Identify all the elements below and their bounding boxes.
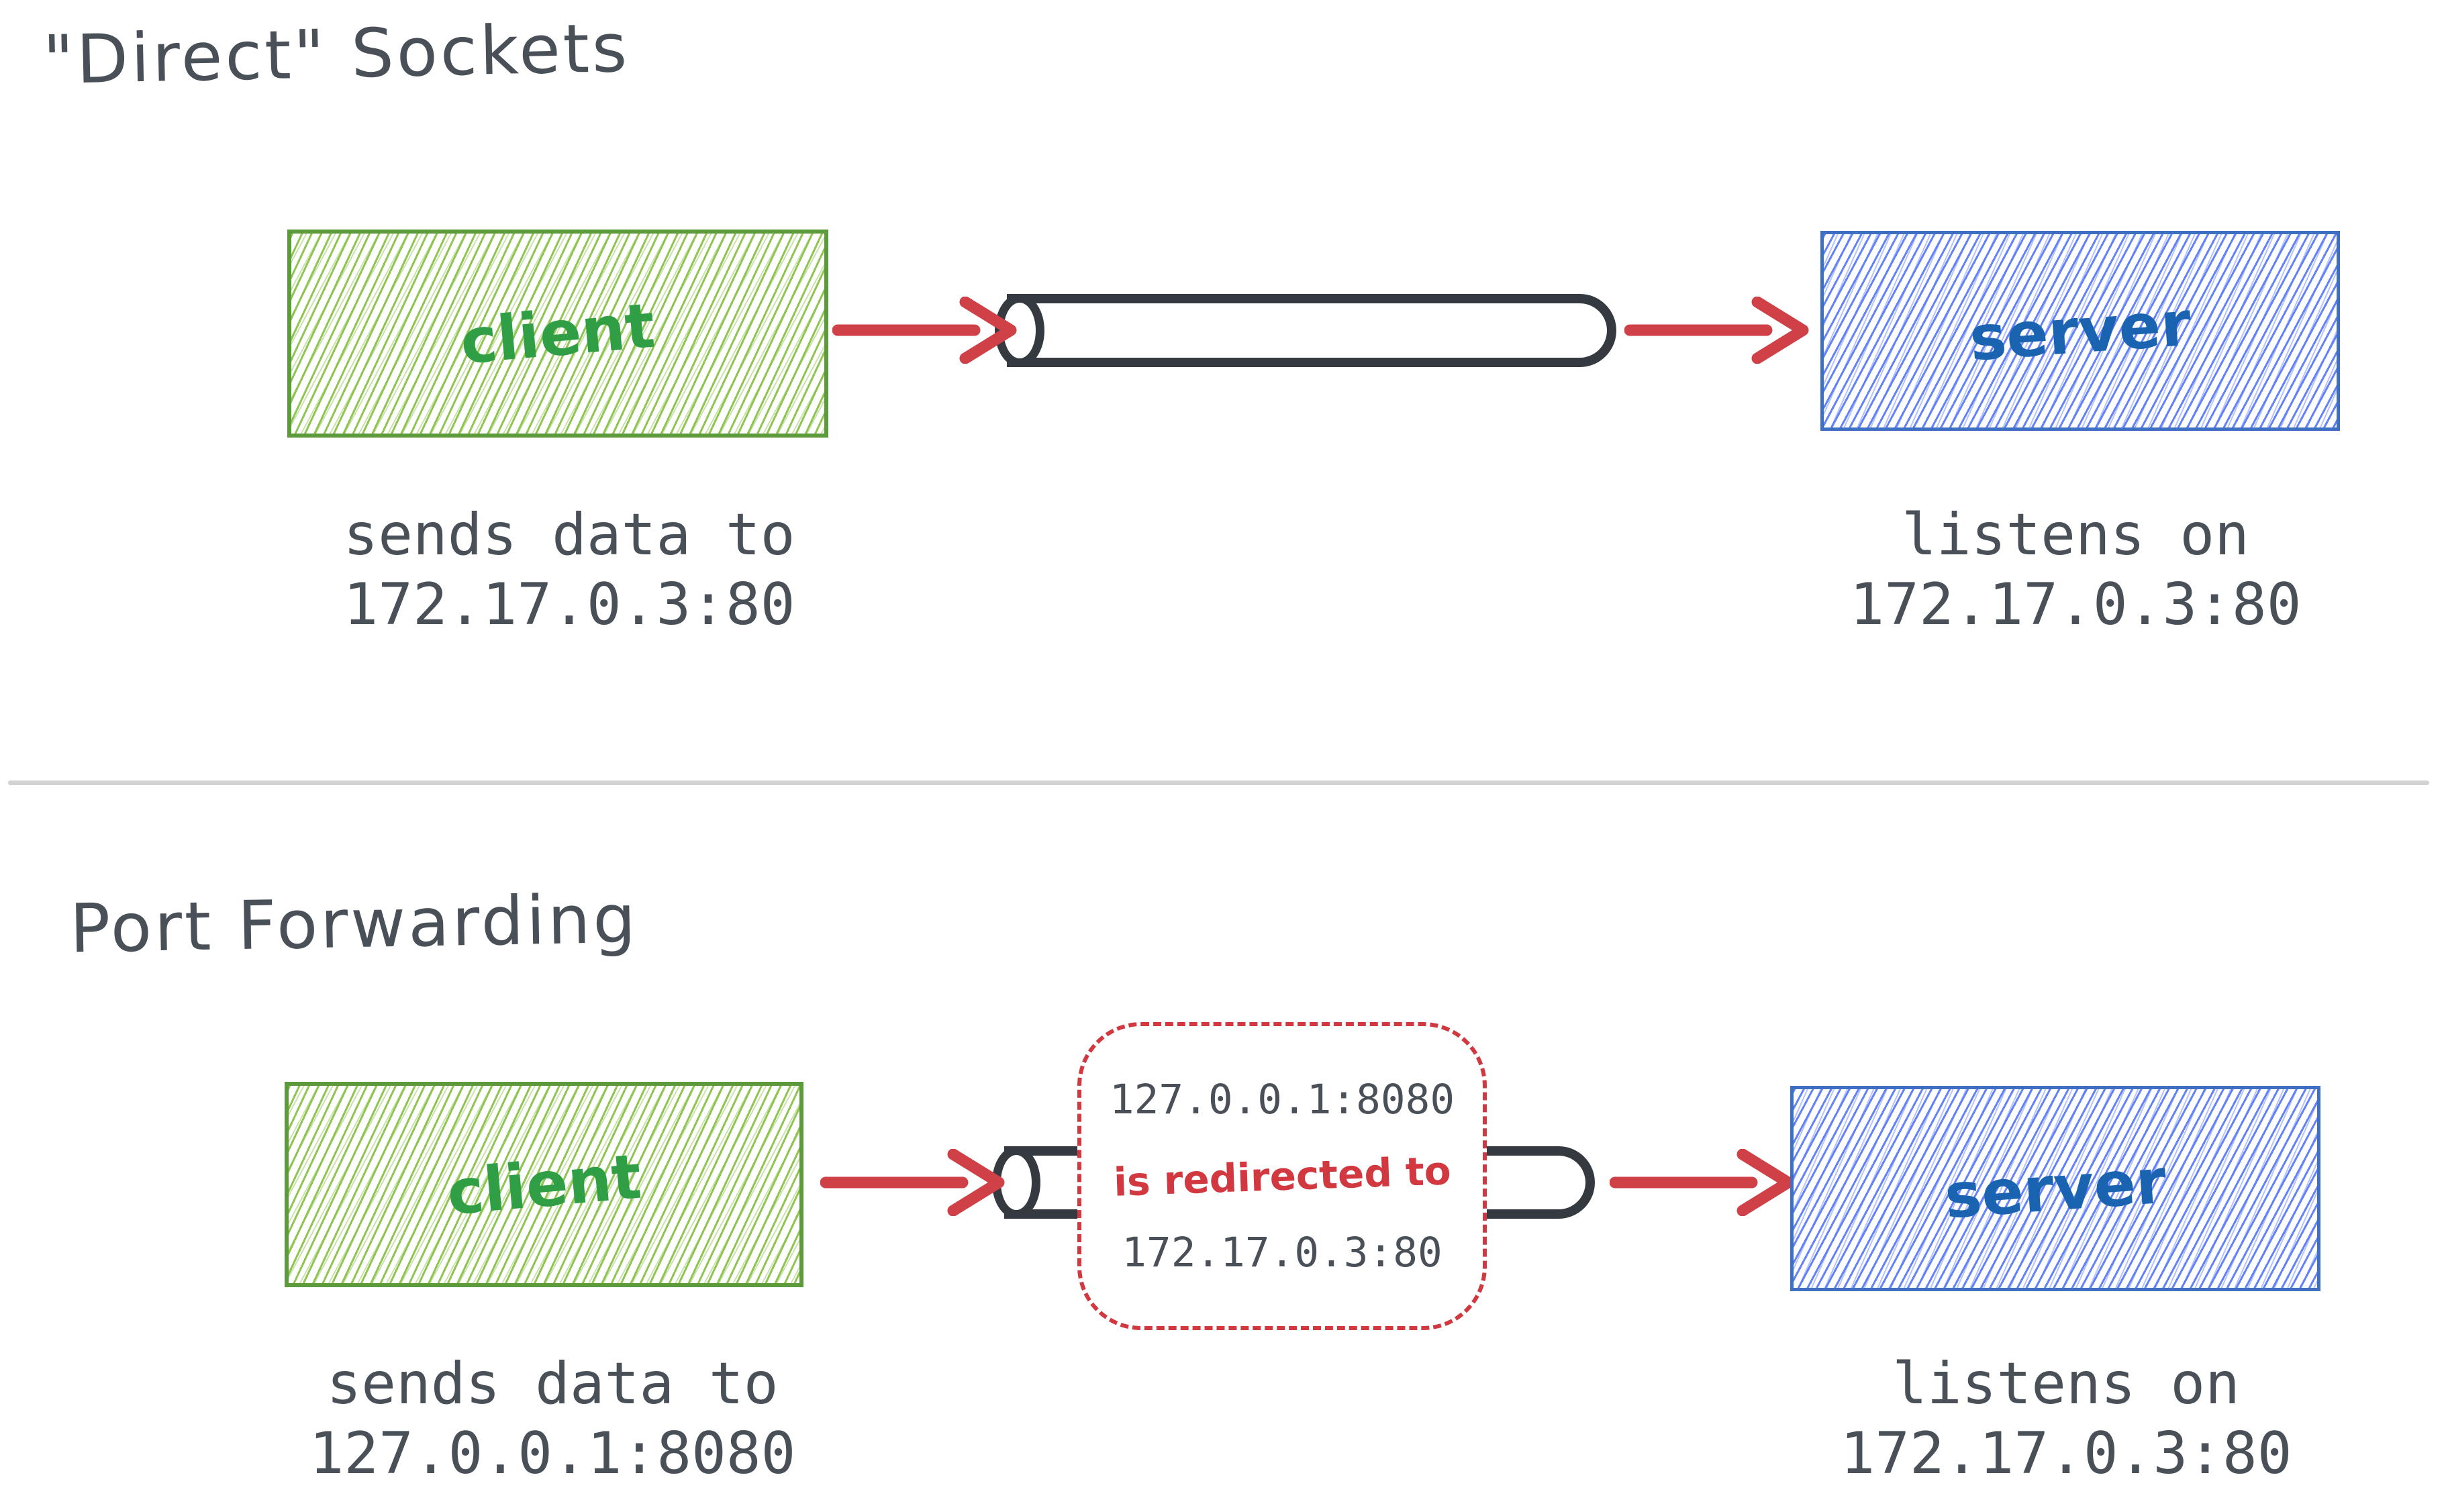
section-title-direct-sockets: "Direct" Sockets: [42, 8, 631, 100]
arrow-right-icon: [820, 1149, 1005, 1216]
server-label: server: [1967, 287, 2194, 374]
server-caption-line1: listens on: [1902, 501, 2249, 568]
section-divider: [8, 780, 2429, 785]
redirect-action-text: is redirected to: [1112, 1147, 1452, 1205]
client-box: client: [285, 1082, 803, 1287]
server-caption-line1: listens on: [1892, 1350, 2240, 1417]
server-box: server: [1820, 231, 2340, 431]
arrow-right-icon: [1610, 1149, 1794, 1216]
server-caption-line2: 172.17.0.3:80: [1849, 571, 2302, 638]
server-caption: listens on 172.17.0.3:80: [1807, 500, 2344, 640]
client-label: client: [458, 289, 658, 378]
server-label: server: [1942, 1145, 2169, 1232]
socket-pipe: [1007, 294, 1616, 367]
client-caption-line1: sends data to: [343, 501, 795, 568]
arrow-right-icon: [832, 297, 1017, 364]
server-caption: listens on 172.17.0.3:80: [1798, 1349, 2335, 1489]
client-label: client: [444, 1140, 644, 1229]
client-box: client: [287, 230, 828, 438]
redirect-source-address: 127.0.0.1:8080: [1109, 1076, 1455, 1124]
arrow-right-icon: [1624, 297, 1809, 364]
client-caption-line2: 127.0.0.1:8080: [309, 1420, 796, 1487]
redirect-note-box: 127.0.0.1:8080 is redirected to 172.17.0…: [1077, 1022, 1487, 1330]
client-caption-line2: 172.17.0.3:80: [343, 571, 795, 638]
redirect-target-address: 172.17.0.3:80: [1122, 1228, 1442, 1276]
server-caption-line2: 172.17.0.3:80: [1840, 1420, 2292, 1487]
section-title-port-forwarding: Port Forwarding: [69, 879, 639, 968]
client-caption: sends data to 127.0.0.1:8080: [284, 1349, 821, 1489]
client-caption: sends data to 172.17.0.3:80: [301, 500, 838, 640]
client-caption-line1: sends data to: [326, 1350, 779, 1417]
server-box: server: [1790, 1086, 2320, 1291]
